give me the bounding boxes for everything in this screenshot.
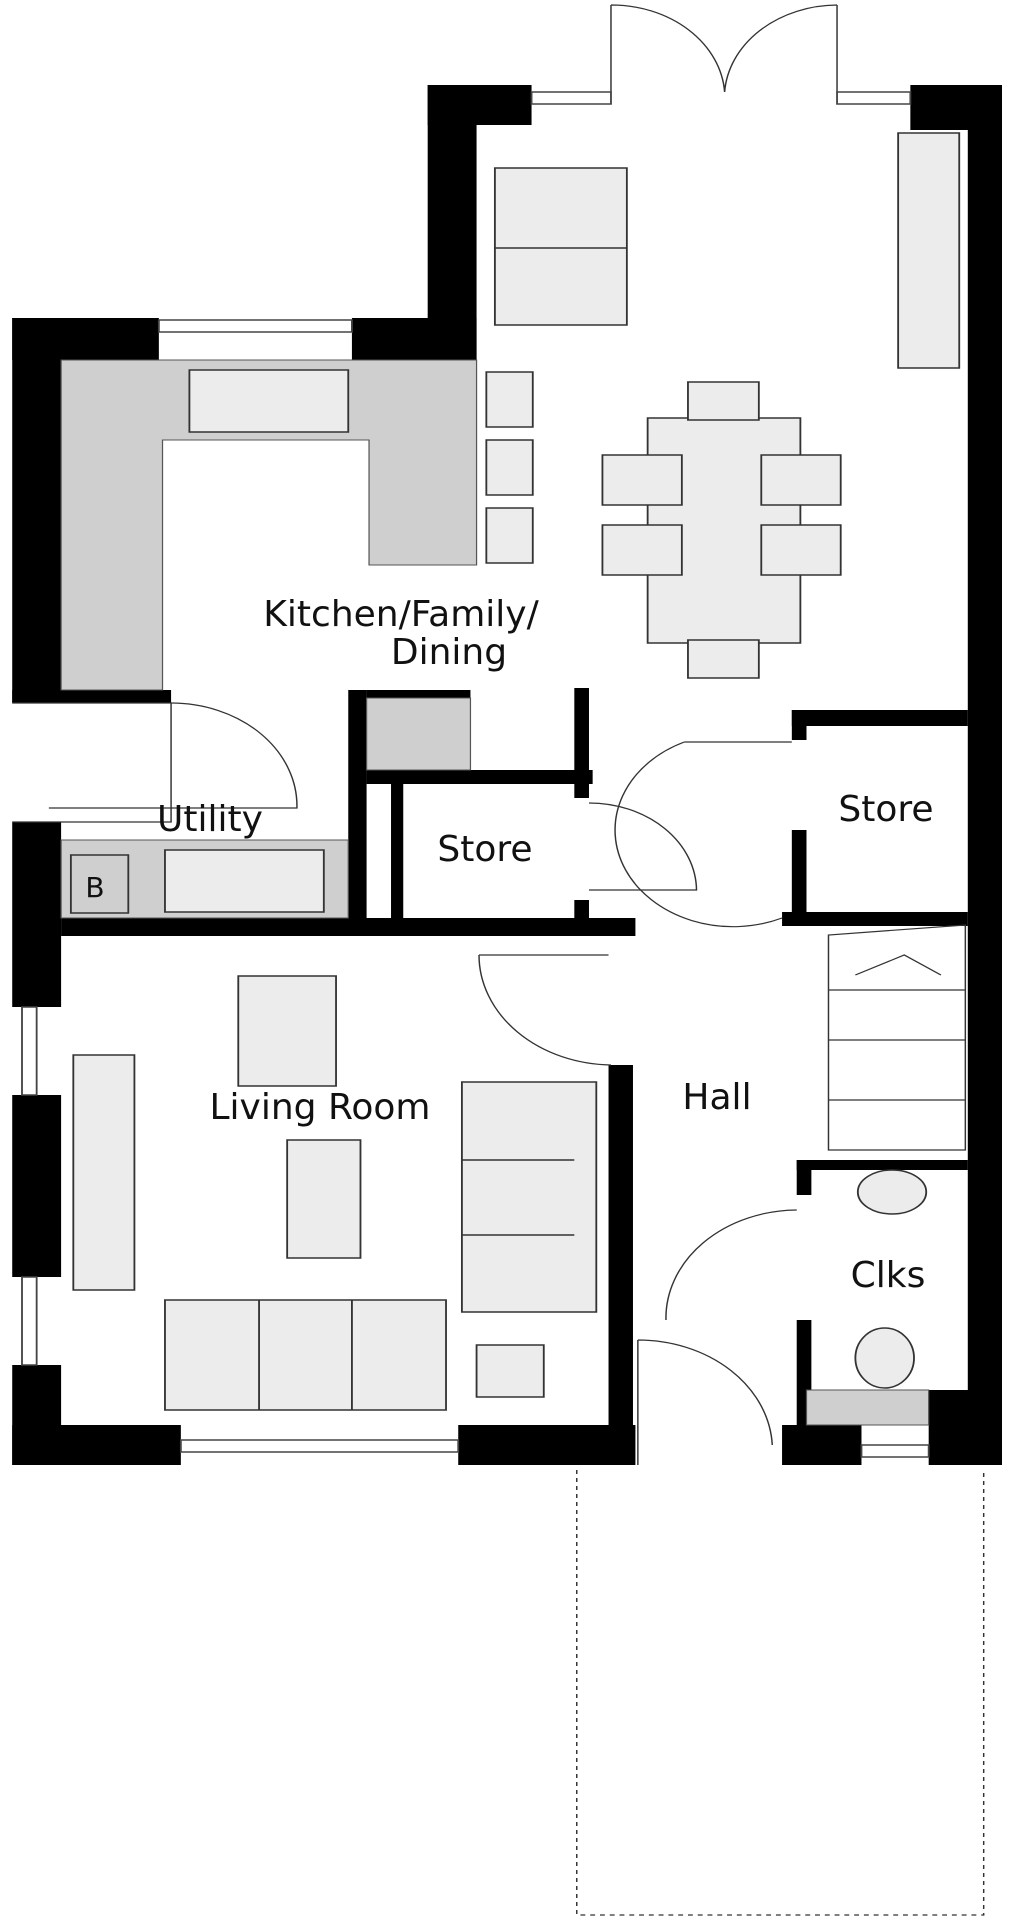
room-label-store-left: Store [437,829,533,870]
boiler-label: B [85,871,105,904]
room-label-store-right: Store [838,789,934,830]
furniture [69,132,961,1411]
room-label-hall: Hall [682,1077,752,1118]
room-label-clks: Clks [850,1255,926,1296]
walls [12,85,1003,1465]
windows [21,91,930,1458]
doors [12,4,985,1916]
room-label-living-room: Living Room [209,1087,431,1128]
room-label-kitchen-line1: Kitchen/Family/ [263,594,539,635]
room-label-utility: Utility [157,799,263,840]
room-label-kitchen-line2: Dining [390,632,508,673]
